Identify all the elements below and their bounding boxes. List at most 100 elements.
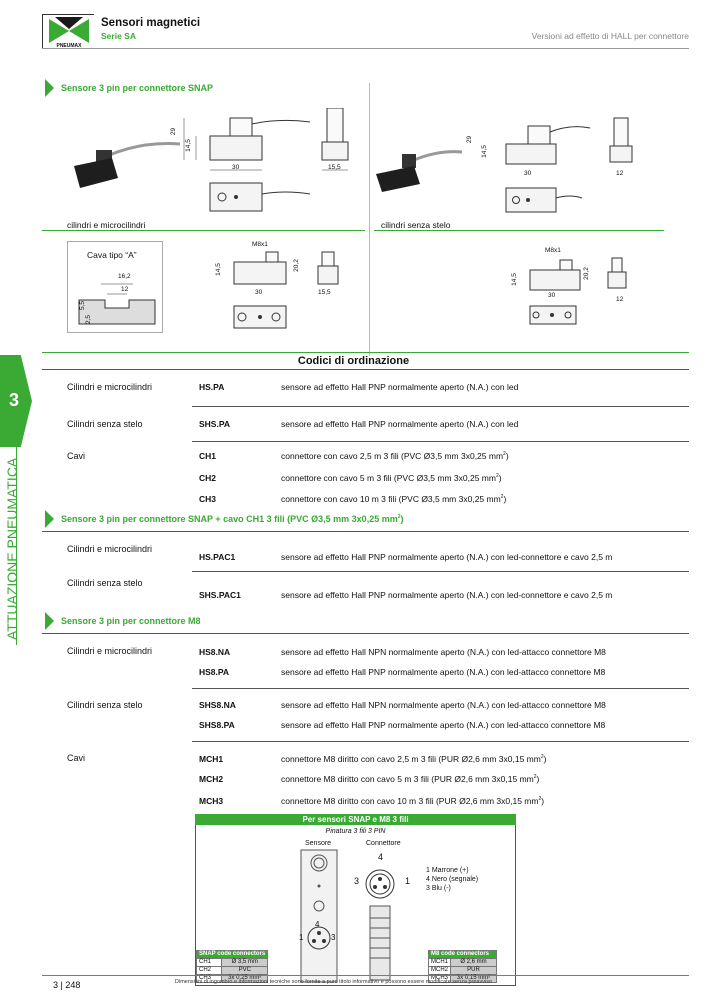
snap-table-title: SNAP code connectors <box>195 950 269 959</box>
chapter-number: 3 <box>9 390 20 410</box>
dim-30-m8r: 30 <box>548 292 556 299</box>
connettore-label: Connettore <box>366 840 401 847</box>
dim-14-5: 14,5 <box>184 139 192 152</box>
row-divider <box>192 406 689 407</box>
table-cell: PUR <box>450 966 498 975</box>
pin-1-sensor-label: 1 <box>299 933 304 942</box>
section3-title: Sensore 3 pin per connettore M8 <box>61 616 201 626</box>
row-label: Cilindri senza stelo <box>67 419 143 429</box>
dim-30-right: 30 <box>524 170 532 177</box>
pin-3-label: 3 <box>354 876 360 886</box>
pinout-diagram <box>296 848 406 989</box>
header-divider <box>42 48 689 49</box>
sensore-label: Sensore <box>305 840 332 847</box>
dim-29: 29 <box>170 127 178 136</box>
dim-2-5: 2,5 <box>85 314 93 325</box>
dim-16-2: 16,2 <box>118 273 131 280</box>
cava-label: Cava tipo “A” <box>87 250 137 260</box>
section2-line <box>42 531 689 532</box>
legend-item: 4 Nero (segnale) <box>426 876 479 883</box>
dim-15-5-m8: 15,5 <box>318 289 331 296</box>
dim-14-5-m8: 14,5 <box>214 263 222 276</box>
sensor-drawing-right <box>470 114 655 224</box>
product-code: HS8.NA <box>199 647 231 657</box>
cavi-label: Cavi <box>67 451 86 461</box>
row-divider <box>192 741 689 742</box>
table-cell: Ø 2,6 mm <box>450 958 498 967</box>
dim-12-right: 12 <box>616 170 624 177</box>
row-label: Cilindri e microcilindri <box>67 382 153 392</box>
cable-code: CH2 <box>199 473 217 483</box>
row-label: Cilindri e microcilindri <box>67 544 153 554</box>
m8-drawing-right <box>508 252 638 335</box>
table-cell: CH1 <box>195 958 223 967</box>
header-right-text: Versioni ad effetto di HALL per connetto… <box>531 31 689 41</box>
cable-code: CH1 <box>199 451 217 461</box>
dim-20-2-m8r: 20,2 <box>582 267 590 280</box>
cable-desc: connettore M8 diritto con cavo 5 m 3 fil… <box>281 774 540 784</box>
m8-table-title: M8 code connectors <box>427 950 498 959</box>
cable-desc: connettore con cavo 2,5 m 3 fili (PVC Ø3… <box>281 451 509 461</box>
row-label: Cilindri e microcilindri <box>67 646 153 656</box>
page-title: Sensori magnetici <box>101 17 201 29</box>
product-code: HS.PA <box>199 382 225 392</box>
row-divider <box>192 441 689 442</box>
section3-line <box>42 633 689 634</box>
cava-drawing <box>75 278 159 333</box>
product-desc: sensore ad effetto Hall PNP normalmente … <box>281 590 613 600</box>
product-desc: sensore ad effetto Hall NPN normalmente … <box>281 647 606 657</box>
pneumax-logo: PNEUMAX <box>42 14 95 49</box>
row-label: Cilindri senza stelo <box>67 700 143 710</box>
dim-14-5-right: 14,5 <box>480 145 488 158</box>
dim-20-2-m8: 20,2 <box>292 259 300 272</box>
product-code: HS.PAC1 <box>199 552 236 562</box>
product-code: HS8.PA <box>199 667 230 677</box>
caption-line-left <box>42 230 365 231</box>
sensor-product-image-right <box>374 142 464 202</box>
footer-note: Dimensioni di ingombro e informazioni te… <box>175 979 493 985</box>
dim-12-cava: 12 <box>121 286 129 293</box>
pin-3-sensor-label: 3 <box>331 933 336 942</box>
chapter-label: ATTUAZIONE PNEUMATICA <box>4 457 20 640</box>
page-number: 3 | 248 <box>53 980 81 990</box>
cable-desc: connettore M8 diritto con cavo 10 m 3 fi… <box>281 796 545 806</box>
product-desc: sensore ad effetto Hall PNP normalmente … <box>281 419 519 429</box>
cava-box <box>67 241 163 333</box>
caption-line-right <box>374 230 664 231</box>
product-desc: sensore ad effetto Hall PNP normalmente … <box>281 382 519 392</box>
pin-1-label: 1 <box>405 876 411 886</box>
cable-desc: connettore con cavo 5 m 3 fili (PVC Ø3,5… <box>281 473 502 483</box>
product-code: SHS.PAC1 <box>199 590 241 600</box>
caption-senza-stelo: cilindri senza stelo <box>381 220 451 230</box>
caption-cilindri: cilindri e microcilindri <box>67 220 146 230</box>
section1-title: Sensore 3 pin per connettore SNAP <box>61 83 214 93</box>
table-cell: MCH2 <box>427 966 452 975</box>
sensor-drawing-left <box>170 107 365 223</box>
table-cell: CH2 <box>195 966 223 975</box>
pin-4-sensor-label: 4 <box>315 920 320 929</box>
section-arrow-icon <box>45 612 54 630</box>
product-code: SHS8.NA <box>199 700 236 710</box>
table-cell: Ø 3,5 mm <box>221 958 269 967</box>
dim-12-m8r: 12 <box>616 296 624 303</box>
legend-item: 3 Blu (-) <box>426 885 451 892</box>
cable-desc: connettore con cavo 10 m 3 fili (PVC Ø3,… <box>281 494 507 504</box>
dim-14-5-m8r: 14,5 <box>510 273 518 286</box>
footer-line <box>42 975 689 976</box>
dim-15-5: 15,5 <box>328 164 341 171</box>
cable-code: MCH3 <box>199 796 224 806</box>
product-desc: sensore ad effetto Hall PNP normalmente … <box>281 552 613 562</box>
chapter-line <box>16 445 17 645</box>
product-desc: sensore ad effetto Hall PNP normalmente … <box>281 667 606 677</box>
pin-4-label: 4 <box>378 852 384 862</box>
dim-30: 30 <box>232 164 240 171</box>
vertical-divider <box>369 83 370 356</box>
wire-legend: 1 Marrone (+) 4 Nero (segnale) 3 Blu (-) <box>426 866 478 893</box>
ordering-header-line <box>42 369 689 370</box>
table-cell: MCH1 <box>427 958 452 967</box>
pinout-panel-title: Per sensori SNAP e M8 3 fili <box>195 814 516 825</box>
section-arrow-icon <box>45 510 54 528</box>
dim-m8-right: M8x1 <box>545 247 561 254</box>
